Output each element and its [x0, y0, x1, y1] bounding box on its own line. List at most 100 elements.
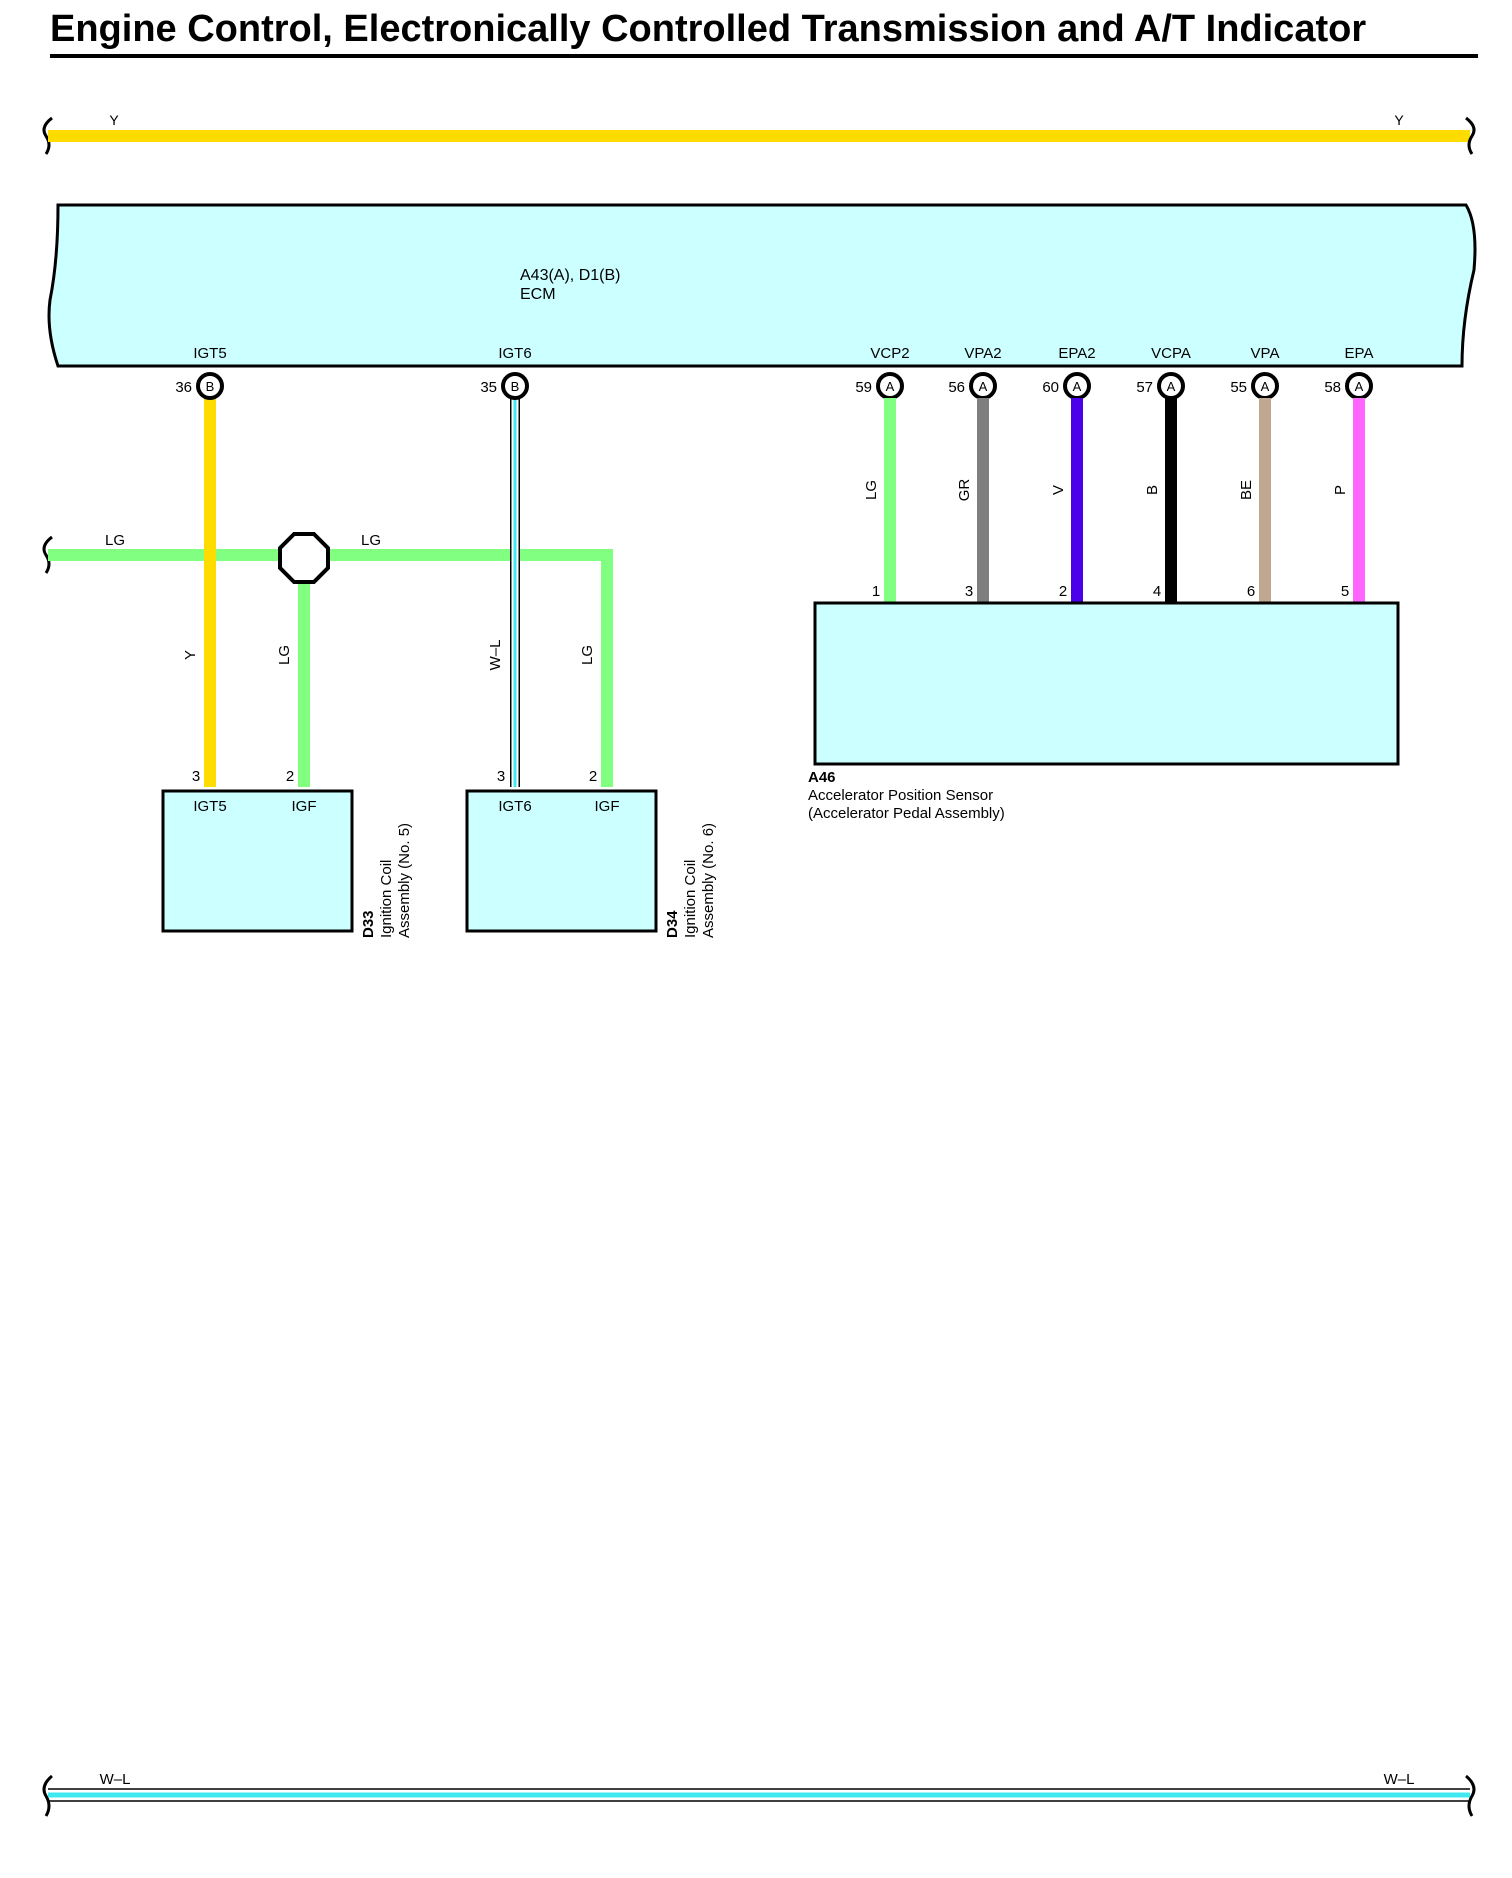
sensor-pin-number: 4 [1153, 583, 1161, 600]
ecm-terminal-label: VCPA [1151, 345, 1191, 362]
ecm-terminal-label: VPA2 [964, 345, 1001, 362]
coil-name-line2: Assembly (No. 5) [396, 823, 413, 938]
ecm-terminal-label: EPA [1345, 345, 1374, 362]
ecm-pin-number: 59 [855, 379, 872, 396]
ecm-pin-number: 58 [1324, 379, 1341, 396]
coil-wire-label: LG [579, 645, 596, 665]
sensor-code: A46 [808, 769, 836, 786]
sensor-wire-gr: GR3VPA2 [956, 398, 1002, 628]
sensor-wire-b: B4VCPA [1144, 398, 1191, 628]
coil-terminal-label: IGT6 [498, 798, 531, 815]
sensor-wire-v: V2EPA2 [1050, 398, 1096, 628]
sensor-pin-number: 5 [1341, 583, 1349, 600]
ecm-connector-letter: B [511, 379, 520, 394]
sensor-wire-p: P5EPA [1332, 398, 1373, 628]
ecm-pin-number: 35 [480, 379, 497, 396]
sensor-wire-label: B [1144, 485, 1161, 495]
lg-branch-label-right: LG [361, 532, 381, 549]
coil-wire-label: Y [182, 650, 199, 660]
bus-bottom-break-left [42, 1774, 53, 1817]
ecm-connector-letter: B [206, 379, 215, 394]
ecm-connector-letter: A [886, 379, 895, 394]
lg-branch-break [42, 535, 53, 574]
coil-wire-d33-igt5: Y [182, 398, 216, 787]
coil-code: D33 [360, 910, 377, 938]
bus-top-break-right [1465, 116, 1476, 155]
coil-pin-number: 3 [192, 768, 200, 785]
sensor-pin-number: 1 [872, 583, 880, 600]
coil-terminal-label: IGF [292, 798, 317, 815]
ecm-connector-letter: A [1167, 379, 1176, 394]
ecm-code: A43(A), D1(B) [520, 267, 620, 284]
bus-top-label-left: Y [109, 112, 119, 128]
coil-wire-d34-igt6: W–L [487, 398, 520, 787]
sensor-wire-label: P [1332, 485, 1349, 495]
bus-top-label-right: Y [1394, 112, 1404, 128]
bus-top: Y Y [42, 112, 1476, 155]
ecm-connector-letter: A [1073, 379, 1082, 394]
coil-name-line1: Ignition Coil [682, 860, 699, 938]
coil-code: D34 [664, 910, 681, 938]
coil-pin-number: 2 [589, 768, 597, 785]
ecm-terminal-label: VCP2 [870, 345, 909, 362]
coil-terminal-label: IGF [595, 798, 620, 815]
sensor-wire-label: BE [1238, 480, 1255, 500]
sensor-pin-number: 2 [1059, 583, 1067, 600]
bus-bottom-label-right: W–L [1384, 1771, 1415, 1788]
ecm-pin-number: 60 [1042, 379, 1059, 396]
ecm-connector-circle [501, 372, 529, 400]
coil-box [161, 789, 354, 933]
sensor-block: A46 Accelerator Position Sensor (Acceler… [808, 601, 1400, 822]
coil-wire-d33-igf: LG [276, 580, 310, 787]
sensor-name-line2: (Accelerator Pedal Assembly) [808, 805, 1005, 822]
sensor-box [813, 601, 1400, 766]
coil-pin-number: 2 [286, 768, 294, 785]
ecm-connector-circle [196, 372, 224, 400]
ecm-terminal-label: IGT6 [498, 345, 531, 362]
ecm-terminal-label: VPA [1251, 345, 1280, 362]
sensor-wire-label: LG [863, 480, 880, 500]
lg-branch-label-left: LG [105, 532, 125, 549]
sensor-pin-number: 6 [1247, 583, 1255, 600]
sensor-wire-lg: LG1VCP2 [863, 398, 910, 628]
splice-point [278, 532, 330, 584]
coil-terminal-label: IGT5 [193, 798, 226, 815]
splice-octagon [278, 532, 330, 584]
ecm-terminal-label: EPA2 [1058, 345, 1095, 362]
title-underline [50, 54, 1478, 58]
coil-wires: Y LG W–L LG [182, 398, 613, 787]
page-title: Engine Control, Electronically Controlle… [50, 8, 1367, 50]
bus-bottom-break-right [1465, 1774, 1476, 1817]
ecm-connector-letter: A [1355, 379, 1364, 394]
sensor-wire-label: GR [956, 479, 973, 502]
ecm-pin-number: 55 [1230, 379, 1247, 396]
bus-bottom-label-left: W–L [100, 1771, 131, 1788]
sensor-pin-number: 3 [965, 583, 973, 600]
ecm-name: ECM [520, 286, 556, 303]
bus-top-break-left [42, 116, 53, 155]
ecm-block: A43(A), D1(B) ECM [47, 203, 1477, 368]
coil-pin-number: 3 [497, 768, 505, 785]
sensor-wire-be: BE6VPA [1238, 398, 1279, 628]
ecm-connector-letter: A [1261, 379, 1270, 394]
coil-wire-label: LG [276, 645, 293, 665]
ecm-pin-vcpa: VCPA 57 A [1136, 345, 1191, 400]
coil-name-line1: Ignition Coil [378, 860, 395, 938]
sensor-wires: LG1VCP2GR3VPA2V2EPA2B4VCPABE6VPAP5EPA [863, 398, 1373, 628]
ecm-box [47, 203, 1477, 368]
ecm-pin-number: 36 [175, 379, 192, 396]
bus-bottom: W–L W–L [42, 1771, 1476, 1817]
lg-branch-wire [48, 549, 613, 785]
ecm-terminal-label: IGT5 [193, 345, 226, 362]
coil-wire-label: W–L [487, 640, 504, 671]
sensor-name-line1: Accelerator Position Sensor [808, 787, 993, 804]
ecm-pin-number: 57 [1136, 379, 1153, 396]
ecm-connector-letter: A [979, 379, 988, 394]
